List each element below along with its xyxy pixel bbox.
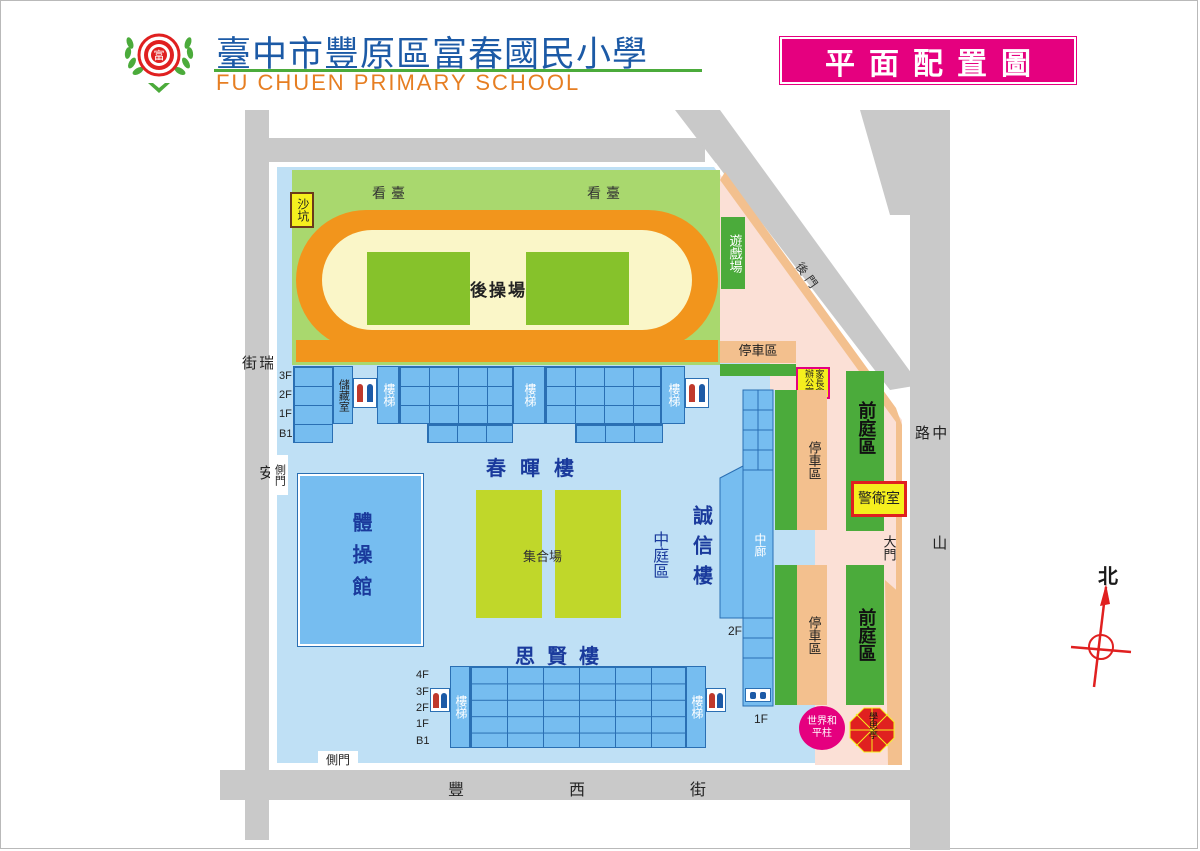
chunhui-stairs-mid: 樓梯 <box>513 366 545 424</box>
road-west <box>245 110 269 840</box>
road-diagonal <box>675 110 920 390</box>
field-green-right <box>526 252 629 325</box>
sixian-floor-b1: B1 <box>416 735 430 747</box>
playground: 遊戲場 <box>721 217 745 289</box>
parking-mid-green-b <box>775 565 797 705</box>
assembly-label: 集合場 <box>523 550 563 565</box>
track-bottom-strip <box>296 340 718 362</box>
parking-top: 停車區 <box>720 341 796 363</box>
street-east-label: 中山路 <box>913 425 949 645</box>
restroom-icon-right <box>685 378 709 408</box>
side-gate-south: 側門 <box>318 751 358 769</box>
logo-text: 富 <box>154 48 165 62</box>
title-underline <box>214 69 702 72</box>
sixian-rooms <box>470 666 686 748</box>
road-south <box>220 770 945 800</box>
stand-right: 看臺 <box>587 186 625 202</box>
chengxin-building <box>719 389 774 707</box>
assembly-right <box>555 490 621 618</box>
sixian-stairs-left: 樓梯 <box>450 666 470 748</box>
restroom-icon-sixian-right <box>706 688 726 712</box>
front-yard-south: 前庭區 <box>846 565 884 705</box>
compass-rose <box>1066 562 1136 692</box>
parking-mid-b: 停車區 <box>797 565 827 705</box>
chunhui-b1-a <box>427 424 513 443</box>
field-green-left <box>367 252 470 325</box>
chunhui-floor-3f: 3F <box>279 370 292 382</box>
chunhui-building-name: 春暉樓 <box>486 456 588 480</box>
guard-room: 警衛室 <box>851 481 907 517</box>
restroom-icon-sixian-left <box>430 688 450 712</box>
road-north <box>245 138 705 162</box>
map-title: 平面配置圖 <box>825 46 1045 82</box>
road-east <box>910 110 950 850</box>
school-name-zh: 臺中市豐原區富春國民小學 <box>216 35 649 75</box>
chunhui-west-wing <box>293 366 333 443</box>
world-peace-pole: 世界和平柱 <box>799 706 845 750</box>
gym: 體操館 <box>298 474 423 646</box>
main-gate: 大門 <box>880 535 896 561</box>
parking-mid-green <box>775 390 797 530</box>
chunhui-rooms-a <box>399 366 513 424</box>
chunhui-stairs-left: 樓梯 <box>377 366 399 424</box>
school-logo: 富 <box>118 25 200 95</box>
storage-room: 儲藏室 <box>333 366 353 424</box>
chengxin-building-name: 誠信樓 <box>689 505 714 595</box>
restroom-icon-chengxin <box>745 688 771 702</box>
sixian-floor-2f: 2F <box>416 702 429 714</box>
assembly-left <box>476 490 542 618</box>
chengxin-floor-2f: 2F <box>728 624 743 638</box>
back-field-label: 後操場 <box>470 281 527 301</box>
chunhui-rooms-b <box>545 366 661 424</box>
sandpit: 沙坑 <box>290 192 314 228</box>
chunhui-floor-1f: 1F <box>279 408 292 420</box>
street-south-label: 豐西街 <box>448 780 812 799</box>
parking-mid-a: 停車區 <box>797 390 827 530</box>
sixian-floor-3f: 3F <box>416 686 429 698</box>
chunhui-stairs-right: 樓梯 <box>661 366 685 424</box>
side-gate-west: 側門 <box>270 455 288 495</box>
pavilion: 學思亭 <box>848 706 896 754</box>
green-strip-top <box>720 364 796 376</box>
courtyard: 中庭區 <box>650 531 670 579</box>
corridor: 中廊 <box>752 533 767 557</box>
compass-north-label: 北 <box>1098 564 1118 588</box>
sixian-floor-1f: 1F <box>416 718 429 730</box>
sixian-stairs-right: 樓梯 <box>686 666 706 748</box>
chunhui-floor-b1: B1 <box>279 428 293 440</box>
street-west-label: 瑞安街 <box>240 355 276 575</box>
school-name-en: FU CHUEN PRIMARY SCHOOL <box>216 70 581 95</box>
sixian-floor-4f: 4F <box>416 669 429 681</box>
chunhui-floor-2f: 2F <box>279 389 292 401</box>
restroom-icon <box>353 378 377 408</box>
map-title-box: 平面配置圖 <box>780 37 1076 84</box>
chunhui-b1-b <box>575 424 663 443</box>
stand-left: 看臺 <box>372 186 410 202</box>
chengxin-floor-1f: 1F <box>754 712 769 726</box>
sixian-building-name: 思賢樓 <box>515 644 611 668</box>
pavilion-label: 學思亭 <box>867 712 877 739</box>
